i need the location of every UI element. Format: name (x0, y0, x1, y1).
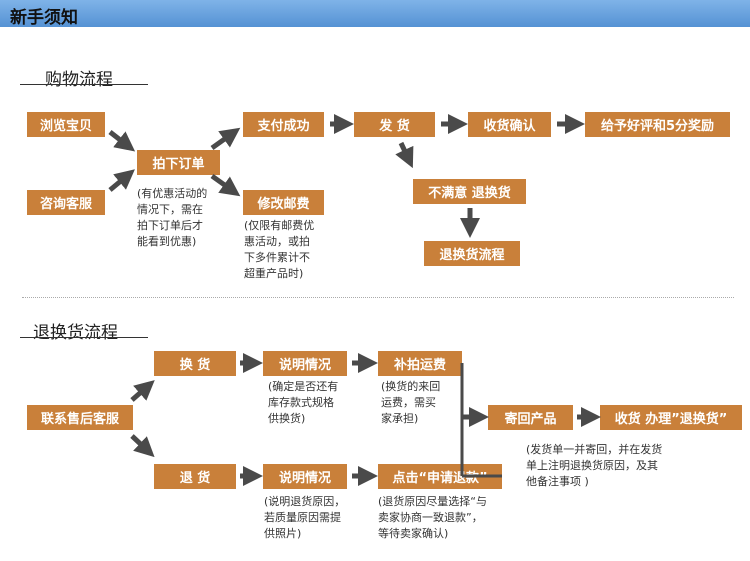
arrow-contact-exchange (130, 380, 155, 402)
shopping-section-title: 购物流程 (45, 70, 113, 90)
box-contact: 联系售后客服 (27, 405, 133, 430)
box-pay-fee: 补拍运费 (378, 351, 462, 376)
click-refund-note: (退货原因尽量选择“与 卖家协商一致退款”， 等待卖家确认) (378, 495, 487, 540)
header-bar (0, 0, 750, 27)
arrow-contact-refund (130, 434, 155, 458)
arrow-browse-order (108, 130, 136, 152)
box-order: 拍下订单 (137, 150, 220, 175)
box-unsatisfied: 不满意 退换货 (413, 179, 526, 204)
box-confirm: 收货确认 (468, 112, 551, 137)
returns-section-title: 退换货流程 (33, 323, 118, 343)
box-click-refund: 点击“申请退款” (378, 464, 502, 489)
box-return-flow: 退换货流程 (424, 241, 520, 266)
explain1-note: (确定是否还有 库存款式规格 供换货) (268, 380, 339, 425)
box-explain1: 说明情况 (263, 351, 347, 376)
pay-fee-note: (换货的来回 运费，需买 家承担) (381, 380, 441, 425)
box-send-back: 寄回产品 (488, 405, 573, 430)
arrow-consult-order (108, 169, 135, 192)
box-consult: 咨询客服 (27, 190, 105, 215)
box-paid: 支付成功 (243, 112, 324, 137)
box-refund: 退 货 (154, 464, 236, 489)
box-rate: 给予好评和5分奖励 (585, 112, 730, 137)
page-title: 新手须知 (10, 8, 78, 28)
arrow-order-modify (210, 173, 241, 197)
box-exchange: 换 货 (154, 351, 236, 376)
box-modify: 修改邮费 (243, 190, 324, 215)
box-explain2: 说明情况 (263, 464, 347, 489)
explain2-note: (说明退货原因， 若质量原因需提 供照片) (264, 495, 346, 540)
modify-note: (仅限有邮费优 惠活动，或拍 下多件累计不 超重产品时) (244, 219, 315, 280)
send-back-note: (发货单一并寄回，并在发货 单上注明退换货原因，及其 他备注事项 ) (526, 443, 663, 488)
box-browse: 浏览宝贝 (27, 112, 105, 137)
box-ship: 发 货 (354, 112, 435, 137)
arrow-ship-unsatisfied (395, 141, 414, 169)
section-divider (22, 297, 734, 298)
returns-title-underline (20, 337, 148, 338)
order-note: (有优惠活动的 情况下，需在 拍下订单后才 能看到优惠) (137, 187, 208, 248)
arrow-order-paid (210, 127, 241, 151)
box-receive: 收货 办理”退换货” (600, 405, 742, 430)
shopping-title-underline (20, 84, 148, 85)
